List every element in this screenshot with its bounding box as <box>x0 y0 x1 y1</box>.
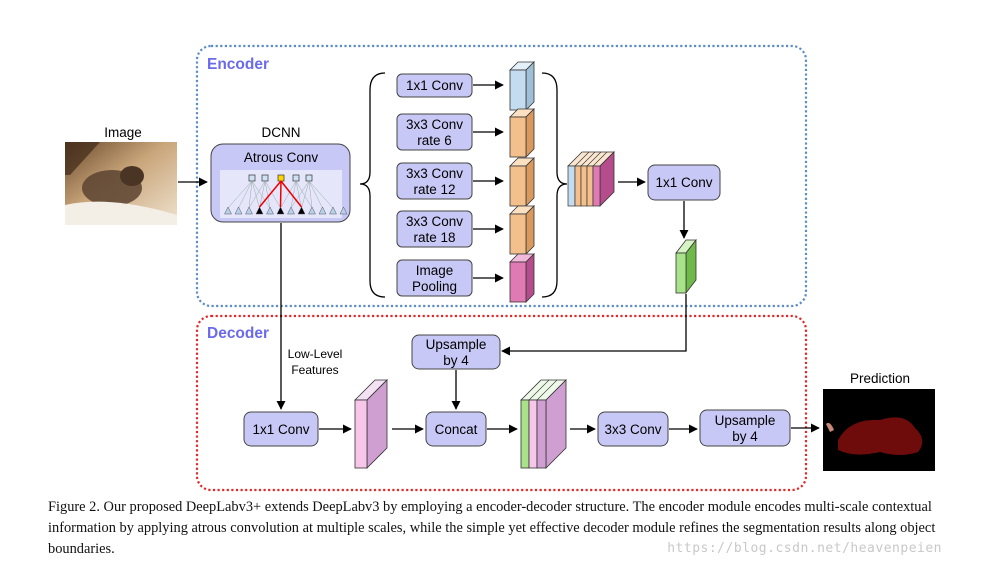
aspp-rate12-line2: rate 12 <box>413 182 455 197</box>
aspp-branch-rate12: 3x3 Conv rate 12 <box>396 162 473 200</box>
encoder-1x1-conv-box <box>647 164 721 201</box>
arrow-encoder-to-upsample <box>501 294 687 356</box>
atrous-input-node <box>339 206 348 215</box>
aspp-pooling-line2: Pooling <box>412 279 457 294</box>
low-level-label-2: Features <box>291 363 338 377</box>
atrous-input-node <box>329 206 337 215</box>
low-level-label-1: Low-Level <box>288 347 343 361</box>
aspp-pooling-line1: Image <box>416 263 454 278</box>
atrous-output-node <box>248 174 256 182</box>
aspp-rate6-line2: rate 6 <box>417 133 452 148</box>
atrous-input-node <box>245 206 253 215</box>
decoder-title: Decoder <box>207 325 269 342</box>
feature-map-rate18 <box>509 205 535 255</box>
watermark: https://blog.csdn.net/heavenpeien <box>667 541 942 556</box>
atrous-input-node-sampled <box>297 206 306 215</box>
aspp-branch-image-pooling: Image Pooling <box>396 259 473 297</box>
aspp-rate6-line1: 3x3 Conv <box>406 117 463 132</box>
decoder-upsample-top-box <box>411 334 501 370</box>
atrous-kernel-tap <box>258 180 282 208</box>
atrous-output-node <box>305 174 313 182</box>
atrous-input-node <box>308 206 316 215</box>
concat-box <box>425 411 487 447</box>
aspp-branch-1x1: 1x1 Conv <box>396 73 473 98</box>
aspp-left-brace <box>359 72 386 298</box>
atrous-output-node <box>292 174 300 182</box>
decoder-upsample-top-line1: Upsample <box>426 337 487 352</box>
atrous-input-node <box>266 206 274 215</box>
atrous-input-node-sampled <box>255 206 264 215</box>
feature-map-1x1 <box>509 61 535 111</box>
feature-map-rate12 <box>509 157 535 207</box>
deeplabv3plus-diagram: Encoder Decoder Image DCNN Atrous Conv 1… <box>65 44 935 492</box>
decoder-upsample-top-line2: by 4 <box>443 353 469 368</box>
decoder-3x3-conv-label: 3x3 Conv <box>604 422 661 437</box>
atrous-output-node-active <box>277 174 285 182</box>
feature-map-rate6 <box>509 108 535 158</box>
decoder-1x1-conv-box <box>243 411 319 447</box>
aspp-right-brace <box>541 72 568 298</box>
input-image <box>65 142 177 225</box>
concat-label: Concat <box>435 422 478 437</box>
encoder-title: Encoder <box>207 56 269 73</box>
aspp-rate18-line1: 3x3 Conv <box>406 214 463 229</box>
atrous-input-node-sampled <box>276 206 285 215</box>
figure-caption: Figure 2. Our proposed DeepLabv3+ extend… <box>48 499 936 557</box>
atrous-kernel-tap <box>279 180 282 208</box>
atrous-conv-illustration <box>220 170 348 218</box>
low-level-feature-map <box>354 379 388 469</box>
decoder-upsample-out-box <box>699 409 791 447</box>
encoder-1x1-conv-label: 1x1 Conv <box>655 175 712 190</box>
aspp-concat-stack <box>567 151 615 207</box>
atrous-kernel-tap <box>280 180 303 208</box>
dcnn-label: DCNN <box>262 125 301 140</box>
aspp-1x1-label: 1x1 Conv <box>406 78 463 93</box>
image-label: Image <box>104 125 142 140</box>
feature-map-pooling <box>509 253 535 303</box>
aspp-rate18-line2: rate 18 <box>413 230 455 245</box>
aspp-rate12-line1: 3x3 Conv <box>406 166 463 181</box>
prediction-label: Prediction <box>850 371 910 386</box>
decoder-upsample-out-line1: Upsample <box>715 413 776 428</box>
atrous-output-node <box>261 174 269 182</box>
atrous-input-node <box>224 206 232 215</box>
atrous-input-node <box>234 206 243 215</box>
decoder-frame <box>195 314 808 492</box>
aspp-branch-rate6: 3x3 Conv rate 6 <box>396 113 473 151</box>
encoder-frame <box>195 44 808 308</box>
encoder-output-feature <box>675 238 697 295</box>
decoder-concat-stack <box>520 379 567 469</box>
aspp-branch-rate18: 3x3 Conv rate 18 <box>396 210 473 248</box>
decoder-3x3-conv-box <box>597 411 669 447</box>
atrous-input-node <box>287 206 295 215</box>
prediction-image <box>823 389 935 471</box>
decoder-1x1-conv-label: 1x1 Conv <box>252 422 309 437</box>
atrous-conv-label: Atrous Conv <box>244 150 319 165</box>
atrous-input-node <box>318 206 327 215</box>
decoder-upsample-out-line2: by 4 <box>732 429 758 444</box>
